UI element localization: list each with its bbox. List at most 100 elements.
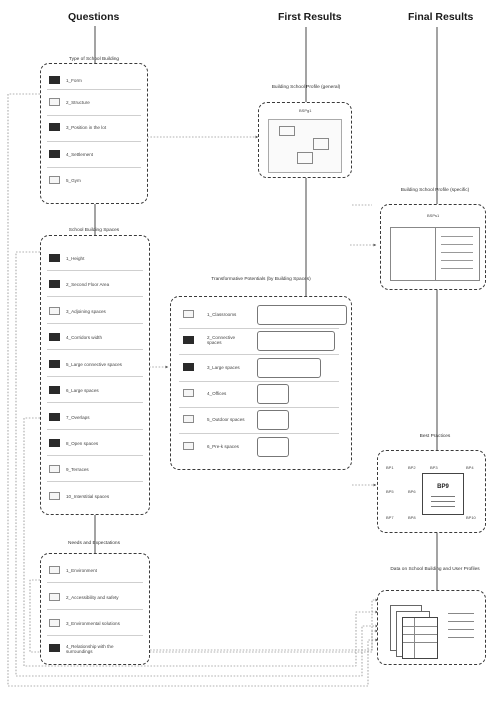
divider <box>47 296 143 297</box>
connective-icon <box>183 336 194 344</box>
item-surroundings: 4_Relationship with the surroundings <box>66 644 114 654</box>
second-floor-icon <box>49 280 60 288</box>
environment-icon <box>49 566 60 574</box>
open-spaces-icon <box>49 439 60 447</box>
item-environment: 1_Environment <box>66 568 97 573</box>
bp-cell-1: BP1 <box>386 465 394 470</box>
bp-cell-4: BP4 <box>466 465 474 470</box>
card-line <box>431 501 455 502</box>
item-terraces: 9_Terraces <box>66 467 89 472</box>
adjoining-icon <box>49 307 60 315</box>
bsp-specific-table <box>390 227 480 281</box>
item-overlaps: 7_Overlaps <box>66 415 90 420</box>
table-line <box>441 236 473 237</box>
item-pre-k: 6_Pre-k spaces <box>207 444 239 449</box>
divider <box>179 381 339 382</box>
offices-icon <box>183 389 194 397</box>
item-adjoining: 3_Adjoining spaces <box>66 309 106 314</box>
divider <box>179 407 339 408</box>
interstitial-icon <box>49 492 60 500</box>
item-connective: 2_Connective spaces <box>207 335 236 345</box>
height-icon <box>49 254 60 262</box>
form-icon <box>49 76 60 84</box>
item-classrooms: 1_Classrooms <box>207 312 237 317</box>
pre-k-icon <box>183 442 194 450</box>
final-results-title: Final Results <box>408 11 474 23</box>
item-large-connective: 5_Large connective spaces <box>66 362 122 367</box>
type-of-school-building-title: Type of School Building <box>68 57 120 62</box>
school-building-spaces-box: 1_Height 2_Second Floor Area 3_Adjoining… <box>40 235 150 515</box>
text-line <box>448 621 474 622</box>
item-gym: 5_Gym <box>66 178 81 183</box>
item-settlement: 4_Settlement <box>66 152 94 157</box>
transformative-title: Transformative Potentials (by Building S… <box>211 277 311 282</box>
structure-icon <box>49 98 60 106</box>
divider <box>47 89 141 90</box>
bsp-general-box: BSPg1 <box>258 102 352 178</box>
divider <box>47 349 143 350</box>
divider <box>47 167 141 168</box>
sheet-line <box>403 642 437 643</box>
bp-cell-6: BP6 <box>408 489 416 494</box>
item-open-spaces: 8_Open spaces <box>66 441 99 446</box>
item-large-spaces-tp: 3_Large spaces <box>207 365 240 370</box>
item-interstitial: 10_Interstitial spaces <box>66 494 110 499</box>
connective-cards <box>257 331 335 351</box>
bp-cell-7: BP7 <box>386 515 394 520</box>
best-practices-box: BP1 BP2 BP3 BP4 BP5 BP6 BP7 BP8 BP10 BP9 <box>377 450 486 533</box>
overlaps-icon <box>49 413 60 421</box>
surroundings-icon <box>49 644 60 652</box>
divider <box>47 141 141 142</box>
item-second-floor: 2_Second Floor Area <box>66 282 110 287</box>
corridors-icon <box>49 333 60 341</box>
table-line <box>441 252 473 253</box>
divider <box>47 429 143 430</box>
bsp-general-chart <box>268 119 342 173</box>
divider <box>47 270 143 271</box>
bp-highlight-card: BP9 <box>422 473 464 515</box>
sheet-line <box>403 626 437 627</box>
divider <box>47 455 143 456</box>
chart-node <box>297 152 313 164</box>
item-position: 3_Position in the lot <box>66 125 107 130</box>
item-outdoor: 5_Outdoor spaces <box>207 417 245 422</box>
bsp-specific-box: BSPs1 <box>380 204 486 290</box>
divider <box>47 609 143 610</box>
bsp-general-title: Building School Profile (general) <box>271 85 341 90</box>
large-spaces-icon <box>49 386 60 394</box>
large-spaces-cards <box>257 358 321 378</box>
bp-highlight-label: BP9 <box>437 484 449 490</box>
chart-node <box>313 138 329 150</box>
item-environmental-solutions: 3_Environmental solutions <box>66 621 120 626</box>
best-practices-title: Best Practices <box>419 434 451 439</box>
bp-cell-8: BP8 <box>408 515 416 520</box>
data-school-building-box <box>377 590 486 665</box>
questions-title: Questions <box>68 11 120 23</box>
divider <box>47 115 141 116</box>
divider <box>47 323 143 324</box>
table-divider <box>435 228 436 280</box>
terraces-icon <box>49 465 60 473</box>
item-corridors: 4_Corridors width <box>66 335 102 340</box>
outdoor-icon <box>183 415 194 423</box>
table-line <box>441 244 473 245</box>
text-line <box>448 613 474 614</box>
environmental-solutions-icon <box>49 619 60 627</box>
type-of-school-building-box: 1_Form 2_Structure 3_Position in the lot… <box>40 63 148 204</box>
divider <box>47 376 143 377</box>
bp-cell-2: BP2 <box>408 465 416 470</box>
bp-cell-10: BP10 <box>466 515 476 520</box>
gym-icon <box>49 176 60 184</box>
card-line <box>431 506 455 507</box>
needs-expectations-title: Needs and Expectations <box>68 541 120 546</box>
accessibility-icon <box>49 593 60 601</box>
bsp-specific-title: Building School Profile (specific) <box>400 188 470 193</box>
classrooms-cards <box>257 305 347 325</box>
item-large-spaces: 6_Large spaces <box>66 388 99 393</box>
settlement-icon <box>49 150 60 158</box>
bsp-specific-code: BSPs1 <box>427 213 440 218</box>
item-structure: 2_Structure <box>66 100 90 105</box>
text-line <box>448 637 474 638</box>
divider <box>179 433 339 434</box>
